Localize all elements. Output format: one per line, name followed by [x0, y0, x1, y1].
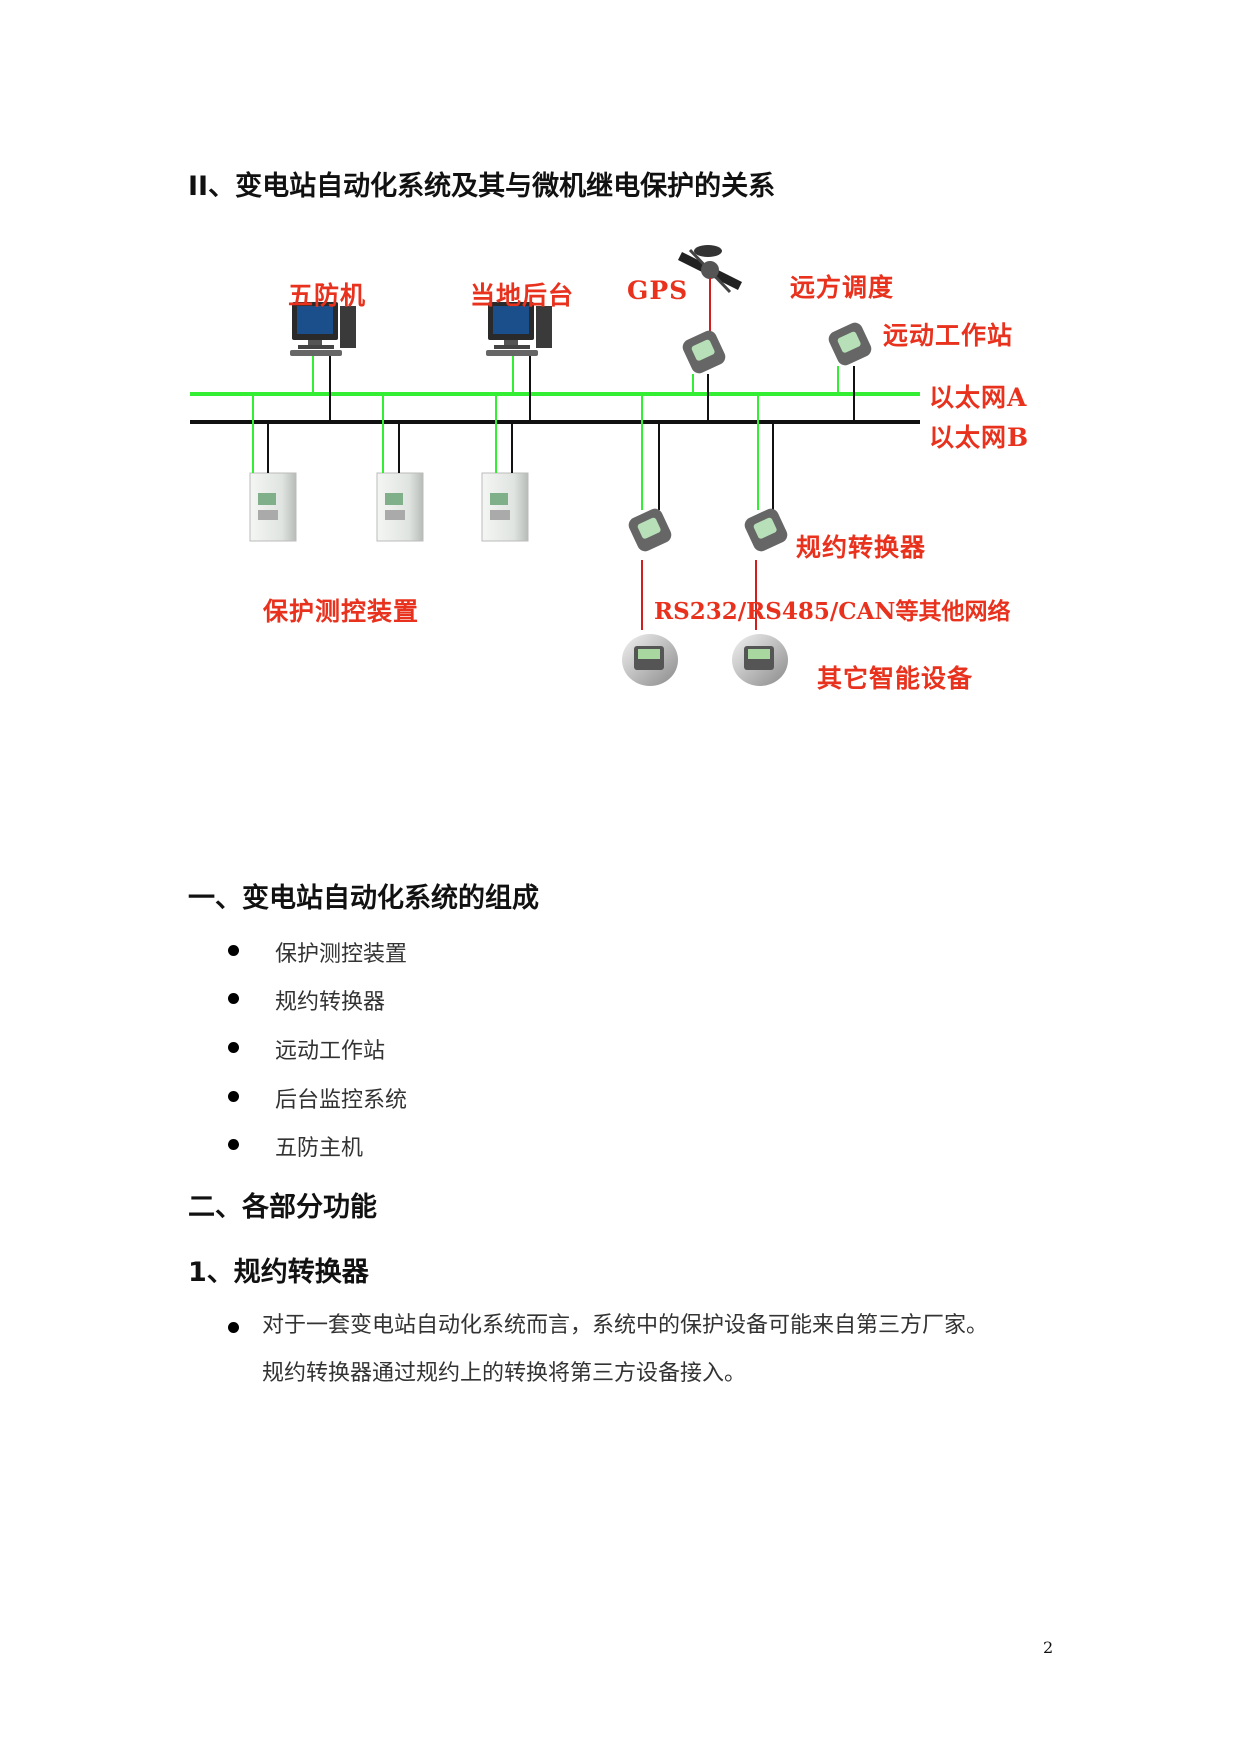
smart-meter-1-icon	[622, 634, 678, 686]
protection-device-2-icon	[376, 472, 424, 542]
protocol-converter-1-icon	[628, 508, 672, 552]
protocol-converter-2-icon	[744, 508, 788, 552]
label-gps: GPS	[627, 276, 689, 305]
label-protocol-converter: 规约转换器	[796, 533, 927, 562]
list-item: 后台监控系统	[275, 1088, 408, 1113]
bullet-icon	[228, 1139, 239, 1150]
bullet-icon	[228, 1322, 239, 1333]
remote-converter-icon	[828, 322, 872, 366]
label-ethernet-a: 以太网A	[929, 383, 1028, 412]
label-protection-devices: 保护测控装置	[263, 597, 420, 626]
section1-heading: 一、变电站自动化系统的组成	[188, 883, 539, 914]
smart-meter-2-icon	[732, 634, 788, 686]
houtai-computer-icon	[486, 302, 552, 356]
section2-heading: 二、各部分功能	[188, 1192, 377, 1223]
list-item: 保护测控装置	[275, 942, 408, 967]
bullet-icon	[228, 993, 239, 1004]
network-diagram	[190, 245, 920, 686]
bullet-icon	[228, 1042, 239, 1053]
label-yuandong: 远动工作站	[883, 321, 1014, 350]
bullet-icon	[228, 1091, 239, 1102]
list-item: 远动工作站	[275, 1039, 386, 1064]
label-serial-networks: RS232/RS485/CAN等其他网络	[654, 598, 1011, 625]
list-item: 规约转换器	[275, 990, 386, 1015]
satellite-icon	[677, 245, 743, 294]
list-item: 五防主机	[275, 1136, 364, 1161]
label-wufang: 五防机	[288, 281, 367, 310]
label-houtai: 当地后台	[470, 281, 575, 310]
subsection1-heading: 1、规约转换器	[188, 1257, 369, 1288]
label-yuanfang: 远方调度	[790, 273, 895, 302]
wufang-computer-icon	[290, 302, 356, 356]
paragraph-line-1: 对于一套变电站自动化系统而言，系统中的保护设备可能来自第三方厂家。	[262, 1313, 989, 1338]
label-other-devices: 其它智能设备	[817, 664, 974, 693]
label-ethernet-b: 以太网B	[929, 423, 1030, 452]
paragraph-line-2: 规约转换器通过规约上的转换将第三方设备接入。	[262, 1361, 747, 1386]
protection-device-1-icon	[249, 472, 297, 542]
page-title: II、变电站自动化系统及其与微机继电保护的关系	[188, 171, 776, 202]
bullet-icon	[228, 945, 239, 956]
protection-device-3-icon	[481, 472, 529, 542]
gps-converter-icon	[682, 330, 726, 374]
page-number: 2	[1043, 1638, 1054, 1657]
